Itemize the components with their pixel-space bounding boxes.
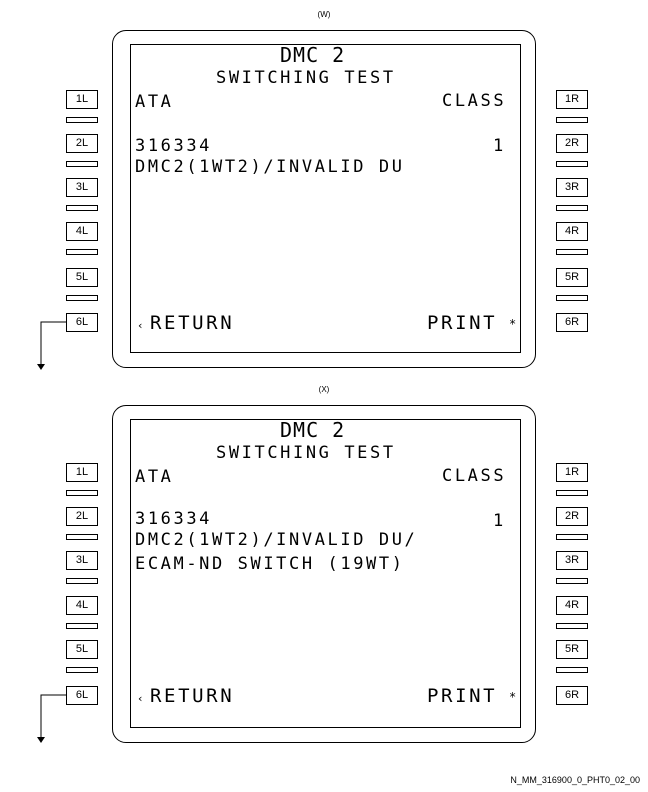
class-header: CLASS	[442, 91, 507, 111]
lsk-4l[interactable]: 4L	[66, 222, 98, 241]
print-label[interactable]: PRINT	[427, 685, 498, 707]
lsk-5l[interactable]: 5L	[66, 268, 98, 287]
callout-leader-line	[37, 321, 66, 370]
ata-header: ATA	[135, 92, 174, 112]
lsk-divider	[556, 205, 588, 211]
lsk-divider	[556, 578, 588, 584]
print-mark: *	[509, 317, 519, 331]
lsk-1r[interactable]: 1R	[556, 90, 588, 109]
lsk-divider	[66, 117, 98, 123]
lsk-2l[interactable]: 2L	[66, 134, 98, 153]
lsk-divider	[556, 249, 588, 255]
lsk-3r[interactable]: 3R	[556, 178, 588, 197]
class-value: 1	[493, 511, 506, 531]
lsk-3l[interactable]: 3L	[66, 178, 98, 197]
arrow-down-icon	[37, 737, 45, 743]
lsk-divider	[556, 117, 588, 123]
print-label[interactable]: PRINT	[427, 312, 498, 334]
lsk-2l[interactable]: 2L	[66, 507, 98, 526]
ata-code: 316334	[135, 509, 213, 529]
mcdu-bezel	[112, 405, 536, 743]
lsk-5r[interactable]: 5R	[556, 640, 588, 659]
lsk-1l[interactable]: 1L	[66, 90, 98, 109]
page-title: DMC 2	[280, 418, 346, 442]
view-label: (W)	[317, 10, 331, 19]
return-arrow-icon: ‹	[137, 692, 147, 705]
page-title: DMC 2	[280, 43, 346, 67]
lsk-3r[interactable]: 3R	[556, 551, 588, 570]
callout-leader-line	[37, 694, 66, 743]
mcdu-view-w: (W) DMC 2 SWITCHING TEST ATA CLASS 31633…	[0, 0, 648, 380]
lsk-1l[interactable]: 1L	[66, 463, 98, 482]
return-label[interactable]: RETURN	[150, 685, 235, 707]
lsk-divider	[556, 534, 588, 540]
lsk-1r[interactable]: 1R	[556, 463, 588, 482]
class-header: CLASS	[442, 466, 507, 486]
lsk-4l[interactable]: 4L	[66, 596, 98, 615]
lsk-divider	[66, 295, 98, 301]
lsk-divider	[556, 161, 588, 167]
lsk-6l[interactable]: 6L	[66, 313, 98, 332]
lsk-divider	[66, 161, 98, 167]
arrow-down-icon	[37, 364, 45, 370]
lsk-4r[interactable]: 4R	[556, 222, 588, 241]
page-subtitle: SWITCHING TEST	[216, 68, 396, 88]
lsk-4r[interactable]: 4R	[556, 596, 588, 615]
lsk-2r[interactable]: 2R	[556, 134, 588, 153]
lsk-3l[interactable]: 3L	[66, 551, 98, 570]
lsk-6r[interactable]: 6R	[556, 686, 588, 705]
lsk-divider	[66, 578, 98, 584]
message-line-1: DMC2(1WT2)/INVALID DU/	[135, 530, 418, 550]
page-subtitle: SWITCHING TEST	[216, 443, 396, 463]
lsk-divider	[556, 667, 588, 673]
message-line-2: ECAM-ND SWITCH (19WT)	[135, 554, 405, 574]
lsk-2r[interactable]: 2R	[556, 507, 588, 526]
message-line-1: DMC2(1WT2)/INVALID DU	[135, 157, 405, 177]
lsk-5l[interactable]: 5L	[66, 640, 98, 659]
figure-id: N_MM_316900_0_PHT0_02_00	[510, 775, 640, 785]
lsk-5r[interactable]: 5R	[556, 268, 588, 287]
mcdu-screen	[130, 44, 521, 353]
lsk-divider	[66, 249, 98, 255]
return-label[interactable]: RETURN	[150, 312, 235, 334]
lsk-divider	[66, 623, 98, 629]
mcdu-view-x: (X) DMC 2 SWITCHING TEST ATA CLASS 31633…	[0, 375, 648, 755]
ata-code: 316334	[135, 136, 213, 156]
lsk-divider	[66, 205, 98, 211]
return-arrow-icon: ‹	[137, 319, 147, 332]
lsk-divider	[556, 490, 588, 496]
mcdu-screen	[130, 419, 521, 728]
lsk-divider	[66, 490, 98, 496]
ata-header: ATA	[135, 467, 174, 487]
lsk-divider	[556, 295, 588, 301]
lsk-6l[interactable]: 6L	[66, 686, 98, 705]
class-value: 1	[493, 136, 506, 156]
lsk-divider	[66, 667, 98, 673]
lsk-divider	[66, 534, 98, 540]
lsk-6r[interactable]: 6R	[556, 313, 588, 332]
print-mark: *	[509, 690, 519, 704]
mcdu-bezel	[112, 30, 536, 368]
view-label: (X)	[318, 385, 330, 394]
lsk-divider	[556, 623, 588, 629]
